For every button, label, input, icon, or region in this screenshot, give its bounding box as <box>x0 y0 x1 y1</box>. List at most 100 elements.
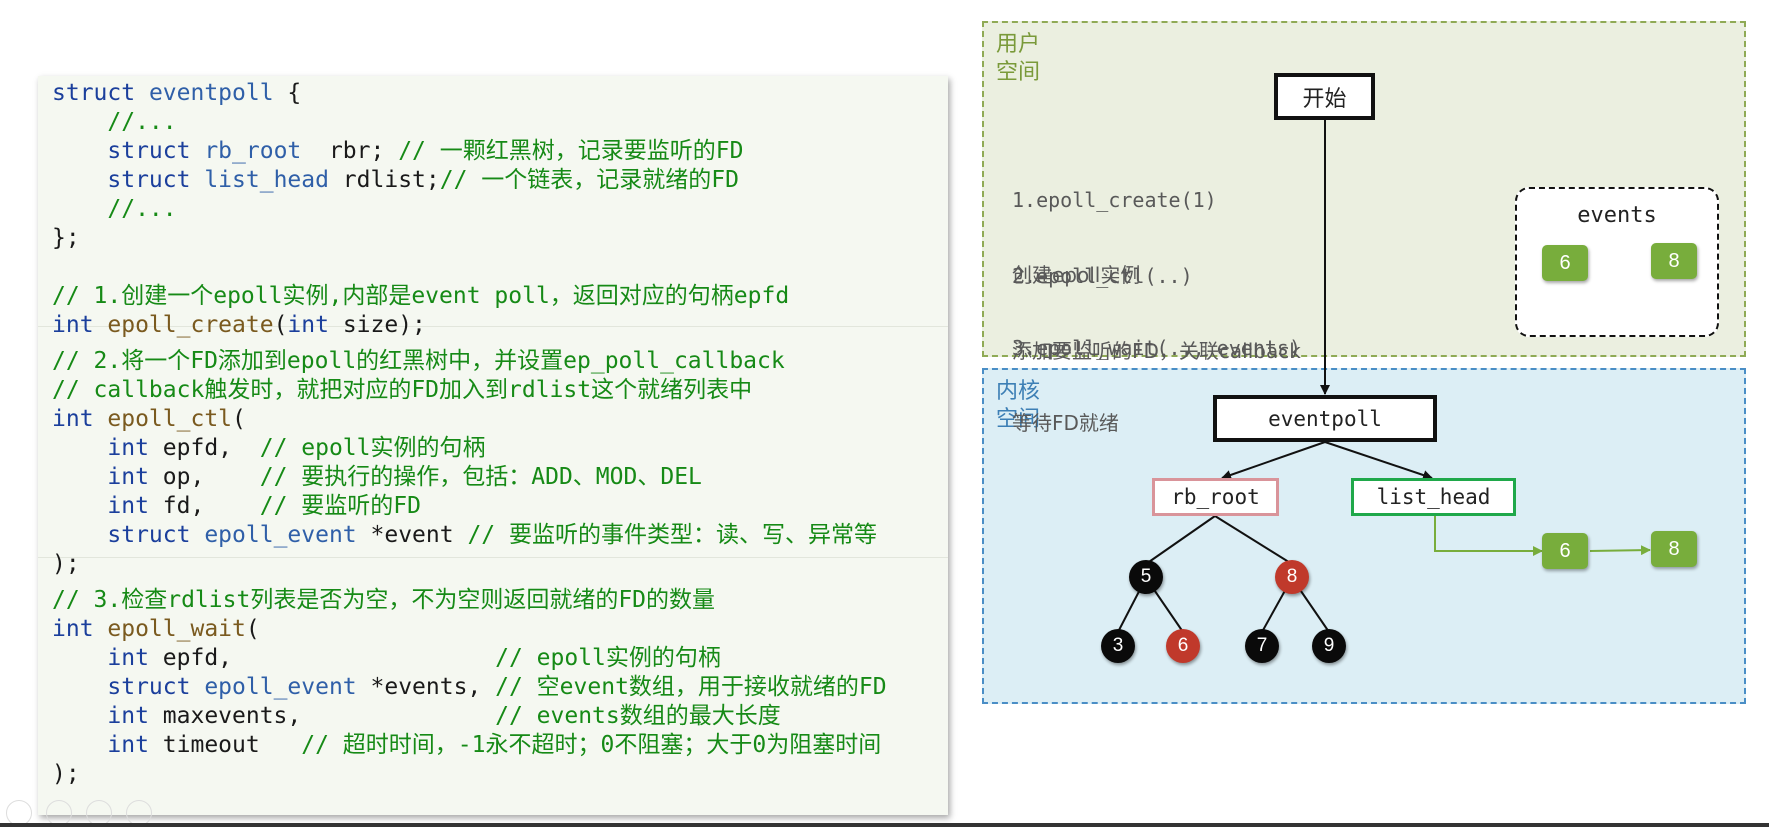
code-line: int epoll_ctl( <box>52 405 246 434</box>
code-line: struct epoll_event *event // 要监听的事件类型：读、… <box>52 521 877 550</box>
code-token: epoll_ctl <box>107 406 233 432</box>
code-line: int maxevents, // events数组的最大长度 <box>52 702 781 731</box>
code-token: int <box>52 616 108 642</box>
tree-node: 8 <box>1275 560 1309 594</box>
step-1: 1.epoll_create(1) 创建epoll实例 <box>1012 138 1217 313</box>
code-line: ); <box>52 760 80 789</box>
step-2-desc: 添加要监听的FD，关联callback <box>1012 339 1301 363</box>
code-token: int <box>52 493 149 519</box>
code-separator <box>38 557 948 558</box>
list-head-node: list_head <box>1351 478 1516 516</box>
code-token: struct <box>52 138 205 164</box>
code-line: // 3.检查rdlist列表是否为空，不为空则返回就绪的FD的数量 <box>52 586 715 615</box>
code-token: maxevents, <box>148 703 496 729</box>
events-label: events <box>1577 203 1657 228</box>
code-token: eventpoll <box>148 80 274 106</box>
code-token: // 要监听的FD <box>259 493 421 519</box>
code-token: int <box>52 406 108 432</box>
step-1-desc: 创建epoll实例 <box>1012 263 1141 287</box>
code-token: rb_root <box>204 138 302 164</box>
bottom-border <box>0 823 1769 827</box>
code-token: int <box>52 703 149 729</box>
tree-node: 3 <box>1101 629 1135 663</box>
step-2-call: 2.epoll_ctl(..) <box>1012 264 1193 288</box>
code-token: // events数组的最大长度 <box>495 703 781 729</box>
code-token: epfd, <box>148 645 496 671</box>
code-token: int <box>52 464 149 490</box>
code-token: }; <box>52 225 80 251</box>
code-panel: struct eventpoll { //... struct rb_root … <box>38 76 948 815</box>
ready-list-item: 6 <box>1542 533 1588 569</box>
code-line: int epoll_create(int size); <box>52 311 426 340</box>
code-token: // epoll实例的句柄 <box>259 435 486 461</box>
code-token: timeout <box>148 732 302 758</box>
code-token: *event <box>356 522 468 548</box>
kernel-space-label: 内核 空间 <box>996 379 1041 432</box>
code-token: // epoll实例的句柄 <box>495 645 721 671</box>
code-line: struct rb_root rbr; // 一颗红黑树，记录要监听的FD <box>52 137 743 166</box>
code-token: fd, <box>148 493 260 519</box>
code-token: ( <box>245 616 260 642</box>
step-1-call: 1.epoll_create(1) <box>1012 188 1217 212</box>
code-token: op, <box>148 464 260 490</box>
code-token: // 2.将一个FD添加到epoll的红黑树中，并设置ep_poll_callb… <box>52 348 785 374</box>
events-array: events <box>1515 187 1719 337</box>
code-token: int <box>52 312 108 338</box>
step-2: 2.epoll_ctl(..) 添加要监听的FD，关联callback <box>1012 214 1301 389</box>
code-token: *events, <box>356 674 496 700</box>
code-line: int timeout // 超时时间，-1永不超时；0不阻塞；大于0为阻塞时间 <box>52 731 881 760</box>
code-separator <box>38 326 948 327</box>
rb-root-node: rb_root <box>1152 478 1279 516</box>
code-token: ); <box>52 761 80 787</box>
code-token: // 一个链表，记录就绪的FD <box>439 167 739 193</box>
events-item: 8 <box>1651 243 1697 279</box>
code-token: struct <box>52 80 149 106</box>
code-line: struct list_head rdlist;// 一个链表，记录就绪的FD <box>52 166 739 195</box>
code-token: size); <box>328 312 426 338</box>
code-line: int epoll_wait( <box>52 615 260 644</box>
start-node: 开始 <box>1274 73 1375 120</box>
code-token: // callback触发时，就把对应的FD加入到rdlist这个就绪列表中 <box>52 377 753 403</box>
code-token: struct <box>52 522 205 548</box>
tree-node: 6 <box>1166 629 1200 663</box>
code-line: int epfd, // epoll实例的句柄 <box>52 644 721 673</box>
code-line: struct eventpoll { <box>52 79 301 108</box>
code-token: { <box>273 80 302 106</box>
step-3: 3.epoll_wait(.., events) 等待FD就绪 <box>1012 286 1301 461</box>
code-token: // 要执行的操作，包括：ADD、MOD、DEL <box>259 464 702 490</box>
code-token: epoll_event <box>204 674 357 700</box>
code-token: struct <box>52 674 205 700</box>
code-token: //... <box>52 196 177 222</box>
code-token: ( <box>273 312 288 338</box>
code-token: int <box>287 312 329 338</box>
code-token: ( <box>232 406 246 432</box>
code-token: epfd, <box>148 435 260 461</box>
code-line: int op, // 要执行的操作，包括：ADD、MOD、DEL <box>52 463 702 492</box>
code-token: struct <box>52 167 205 193</box>
code-token: // 超时时间，-1永不超时；0不阻塞；大于0为阻塞时间 <box>301 732 882 758</box>
code-token: rdlist; <box>328 167 440 193</box>
tree-node: 7 <box>1245 629 1279 663</box>
code-token: int <box>52 645 149 671</box>
tree-node: 5 <box>1129 560 1163 594</box>
code-line: struct epoll_event *events, // 空event数组，… <box>52 673 886 702</box>
code-line: // 2.将一个FD添加到epoll的红黑树中，并设置ep_poll_callb… <box>52 347 785 376</box>
code-token: // 3.检查rdlist列表是否为空，不为空则返回就绪的FD的数量 <box>52 587 716 613</box>
code-token: // 1.创建一个epoll实例,内部是event poll，返回对应的句柄ep… <box>52 283 790 309</box>
step-3-desc: 等待FD就绪 <box>1012 411 1119 435</box>
code-line: int epfd, // epoll实例的句柄 <box>52 434 486 463</box>
code-line: //... <box>52 108 176 137</box>
code-token: ); <box>52 551 80 577</box>
code-line: ); <box>52 550 80 579</box>
code-line: }; <box>52 224 80 253</box>
eventpoll-node: eventpoll <box>1213 395 1437 442</box>
code-token: // 一颗红黑树，记录要监听的FD <box>398 138 744 164</box>
ready-list-item: 8 <box>1651 531 1697 567</box>
code-line: //... <box>52 195 177 224</box>
code-line: int fd, // 要监听的FD <box>52 492 421 521</box>
code-token: epoll_event <box>204 522 357 548</box>
code-line: // callback触发时，就把对应的FD加入到rdlist这个就绪列表中 <box>52 376 752 405</box>
code-token: epoll_wait <box>107 616 246 642</box>
code-line: // 1.创建一个epoll实例,内部是event poll，返回对应的句柄ep… <box>52 282 789 311</box>
code-token: int <box>52 435 149 461</box>
